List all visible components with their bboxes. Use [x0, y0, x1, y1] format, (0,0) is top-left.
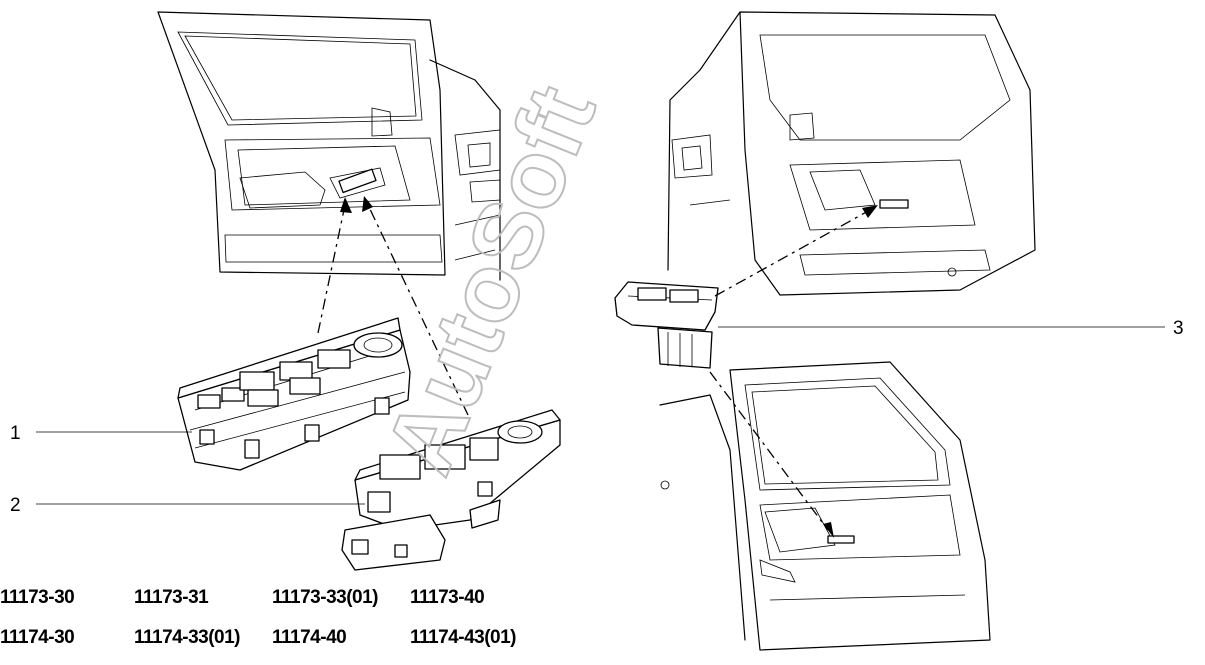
part-code: 11173-31	[134, 587, 209, 608]
part-code: 11173-33(01)	[272, 587, 378, 608]
part-code: 11173-40	[410, 587, 484, 608]
window-switch-unit-1	[177, 317, 411, 471]
callout-1-label: 1	[10, 423, 21, 444]
arrow-head-1	[340, 197, 352, 213]
arrow-head-3	[862, 205, 878, 218]
installation-arrows	[317, 196, 878, 538]
watermark: AutoSoft	[365, 72, 616, 488]
part-codes: 11173-30 11173-31 11173-33(01) 11173-40 …	[0, 587, 517, 648]
arrow-head-2	[362, 196, 373, 212]
arrow-head-4	[823, 522, 834, 538]
part-code: 11174-43(01)	[410, 627, 516, 648]
callout-3-label: 3	[1173, 318, 1184, 339]
rear-door-illustration	[659, 361, 991, 651]
part-code: 11173-30	[0, 587, 74, 608]
window-switch-unit-3	[614, 281, 719, 369]
front-door-illustration	[157, 11, 501, 281]
passenger-door-illustration	[667, 11, 1036, 296]
part-code: 11174-33(01)	[134, 627, 240, 648]
window-switch-unit-2	[341, 409, 561, 571]
callout-leaders	[36, 326, 1165, 505]
callout-2-label: 2	[10, 495, 21, 516]
part-code: 11174-30	[0, 627, 74, 648]
part-code: 11174-40	[272, 627, 346, 648]
